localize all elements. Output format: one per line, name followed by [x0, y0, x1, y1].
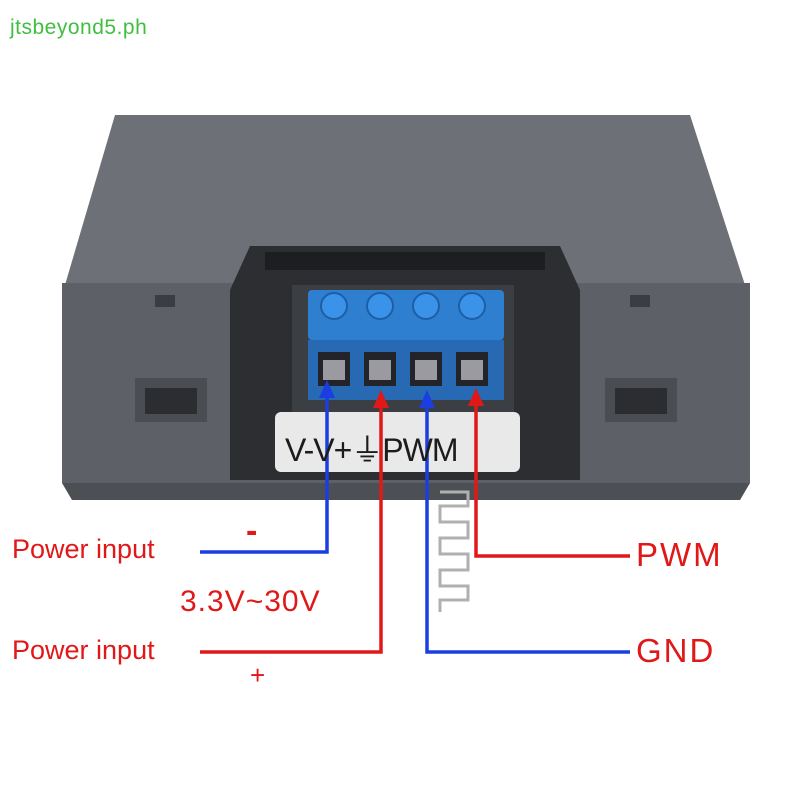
pwm-waveform-icon	[438, 490, 470, 612]
positive-wire	[200, 400, 383, 654]
mounting-slot-right	[605, 295, 677, 422]
mounting-slot-left	[135, 295, 207, 422]
power-input-positive-label: Power input	[12, 635, 155, 665]
voltage-range-label: 3.3V~30V	[180, 585, 321, 618]
gnd-wire	[425, 400, 630, 654]
terminal-label-plate	[275, 412, 520, 472]
pwm-wire	[474, 400, 630, 558]
terminal-pin-labels: V-V+⏚PWM	[285, 432, 458, 468]
terminal-block	[308, 290, 504, 400]
positive-sign: +	[250, 660, 266, 690]
negative-sign: -	[246, 512, 258, 550]
power-input-negative-label: Power input	[12, 534, 155, 564]
watermark-text: jtsbeyond5.ph	[10, 16, 148, 39]
housing-top	[65, 115, 745, 285]
pwm-label: PWM	[636, 536, 723, 573]
negative-wire	[200, 390, 329, 554]
gnd-label: GND	[636, 632, 716, 669]
